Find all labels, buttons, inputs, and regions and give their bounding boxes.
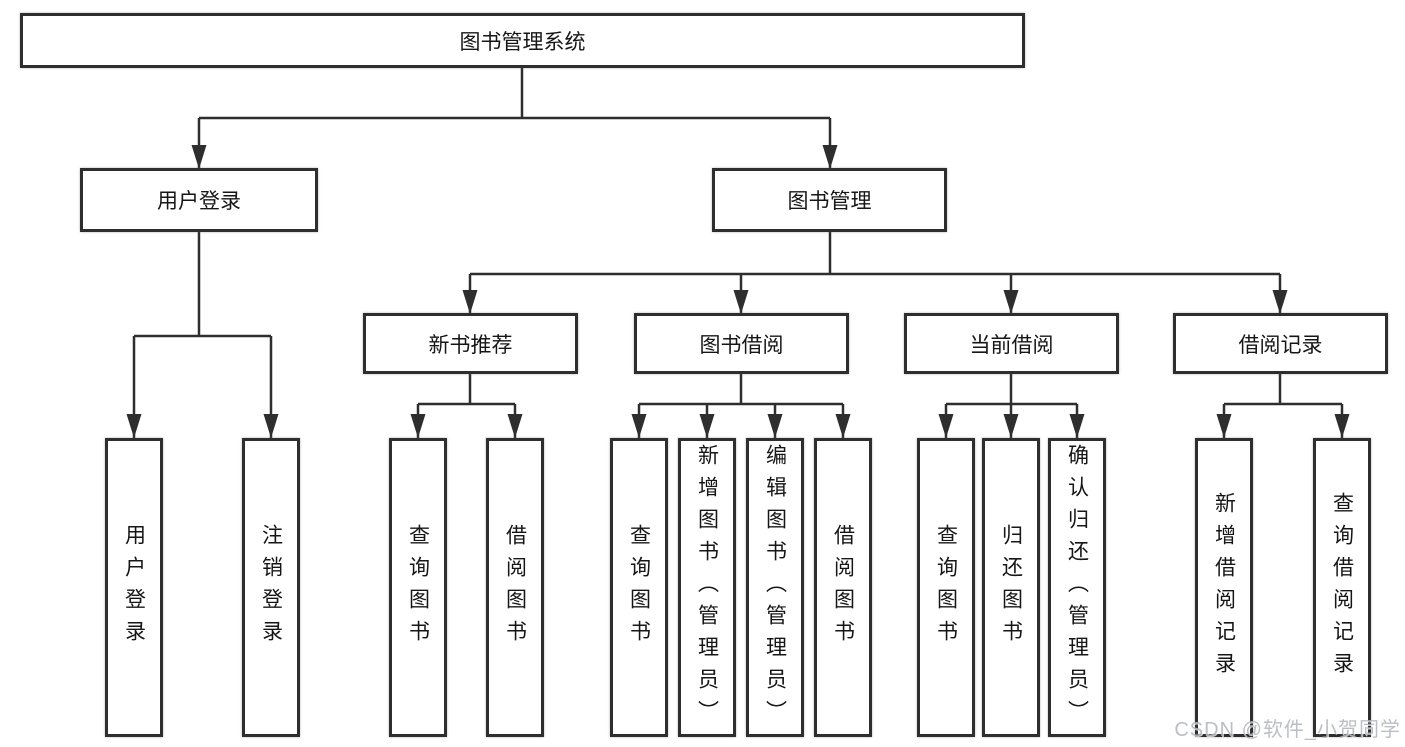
node-borrow-records: 借阅记录 bbox=[1173, 313, 1388, 374]
leaf-borrow-books: 借阅图书 bbox=[814, 438, 872, 737]
node-book-management: 图书管理 bbox=[712, 168, 947, 232]
leaf-user-login: 用户登录 bbox=[105, 438, 163, 737]
node-new-book-recommend: 新书推荐 bbox=[363, 313, 578, 374]
leaf-edit-book-admin: 编辑图书（管理员） bbox=[746, 438, 804, 737]
node-book-borrow: 图书借阅 bbox=[634, 313, 849, 374]
leaf-query-books-current: 查询图书 bbox=[917, 438, 975, 737]
node-user-login: 用户登录 bbox=[80, 168, 318, 232]
leaf-query-books-recommend: 查询图书 bbox=[389, 438, 447, 737]
node-root-library-system: 图书管理系统 bbox=[20, 13, 1025, 68]
leaf-add-borrow-record: 新增借阅记录 bbox=[1195, 438, 1253, 737]
leaf-logout: 注销登录 bbox=[242, 438, 300, 737]
leaf-borrow-books-recommend: 借阅图书 bbox=[486, 438, 544, 737]
leaf-confirm-return-admin: 确认归还（管理员） bbox=[1048, 438, 1106, 737]
watermark: CSDN @软件_小贺同学 bbox=[1174, 719, 1401, 741]
leaf-add-book-admin: 新增图书（管理员） bbox=[678, 438, 736, 737]
leaf-return-book: 归还图书 bbox=[982, 438, 1040, 737]
leaf-query-books-borrow: 查询图书 bbox=[610, 438, 668, 737]
node-current-borrow: 当前借阅 bbox=[904, 313, 1119, 374]
leaf-query-borrow-record: 查询借阅记录 bbox=[1313, 438, 1371, 737]
